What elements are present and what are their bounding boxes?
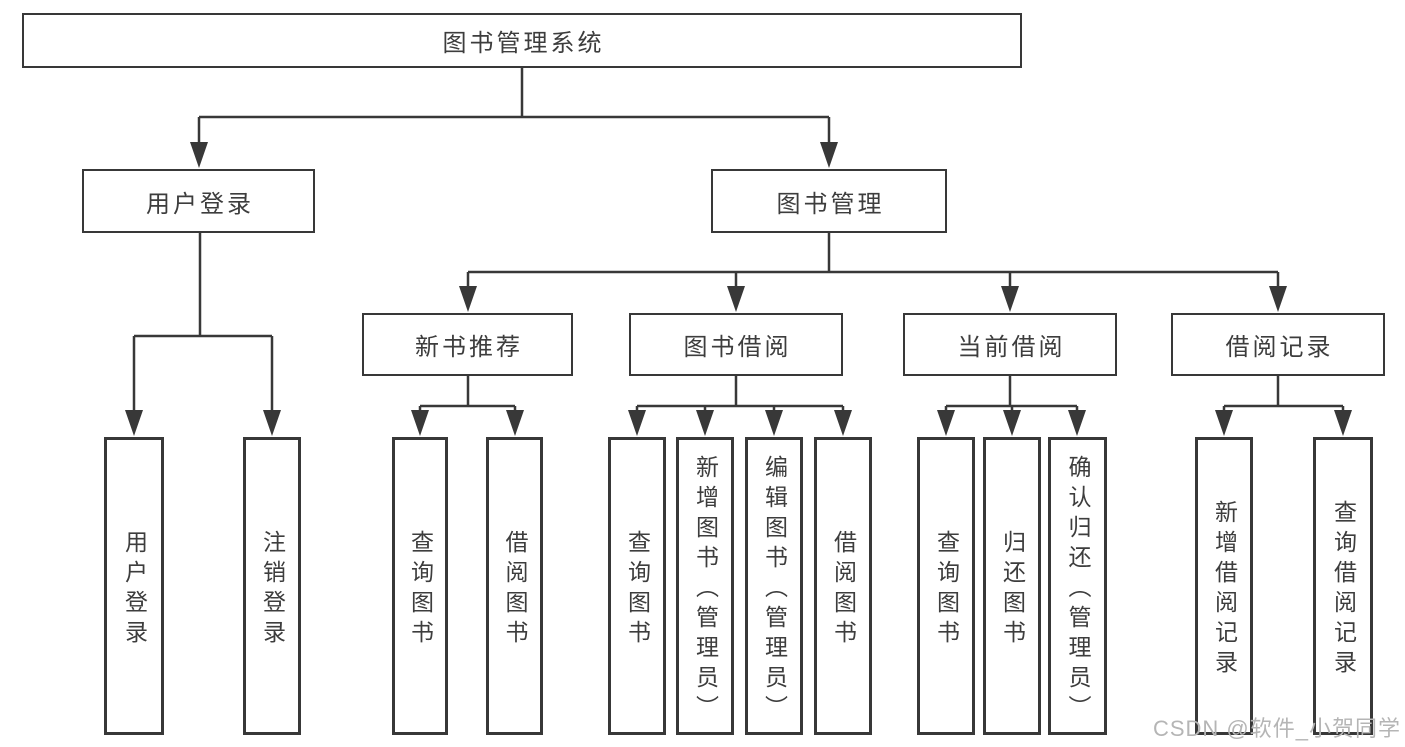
leaf-borrow-books-1-label: 借阅图书 <box>502 529 528 650</box>
watermark: CSDN @软件_小贺同学 <box>1152 716 1401 741</box>
leaf-borrow-books-1: 借阅图书 <box>486 437 543 735</box>
node-user-login-label: 用户登录 <box>146 190 254 218</box>
leaf-search-books-3-label: 查询图书 <box>933 529 960 650</box>
node-new-book-recommend-label: 新书推荐 <box>415 334 523 361</box>
leaf-search-borrow-record-label: 查询借阅记录 <box>1330 499 1357 680</box>
leaf-add-borrow-record: 新增借阅记录 <box>1195 437 1253 735</box>
node-book-management: 图书管理 <box>711 169 947 233</box>
node-library-system-label: 图书管理系统 <box>442 30 605 57</box>
leaf-search-books-2: 查询图书 <box>608 437 666 735</box>
node-current-borrow: 当前借阅 <box>903 313 1117 376</box>
leaf-user-login: 用户登录 <box>104 437 164 735</box>
leaf-confirm-return-admin-label: 确认归还（管理员） <box>1065 454 1091 725</box>
leaf-return-book: 归还图书 <box>983 437 1041 735</box>
node-user-login: 用户登录 <box>82 169 315 233</box>
leaf-confirm-return-admin: 确认归还（管理员） <box>1048 437 1107 735</box>
leaf-logout-label: 注销登录 <box>259 529 286 650</box>
leaf-add-book-admin: 新增图书（管理员） <box>676 437 734 735</box>
arrowheads <box>125 142 1352 436</box>
leaf-edit-book-admin-label: 编辑图书（管理员） <box>761 454 788 725</box>
node-library-system: 图书管理系统 <box>22 13 1022 68</box>
leaf-borrow-books-2: 借阅图书 <box>814 437 872 735</box>
leaf-logout: 注销登录 <box>243 437 301 735</box>
connector-book-management-to-level2 <box>466 233 1280 307</box>
node-book-borrow: 图书借阅 <box>629 313 843 376</box>
leaf-search-books-1-label: 查询图书 <box>407 529 434 650</box>
node-new-book-recommend: 新书推荐 <box>362 313 573 376</box>
leaf-search-books-3: 查询图书 <box>917 437 975 735</box>
node-current-borrow-label: 当前借阅 <box>957 334 1066 361</box>
leaf-borrow-books-2-label: 借阅图书 <box>830 529 857 650</box>
node-borrow-records-label: 借阅记录 <box>1225 334 1334 361</box>
connector-new-book-group <box>418 376 517 431</box>
connector-user-login-group <box>132 233 274 431</box>
leaf-add-book-admin-label: 新增图书（管理员） <box>692 454 719 725</box>
node-borrow-records: 借阅记录 <box>1171 313 1385 376</box>
connector-root-to-level1 <box>197 68 831 163</box>
leaf-search-books-1: 查询图书 <box>392 437 448 735</box>
connector-borrow-records-group <box>1222 376 1345 431</box>
node-book-borrow-label: 图书借阅 <box>683 334 792 361</box>
connector-book-borrow-group <box>635 376 845 431</box>
leaf-search-borrow-record: 查询借阅记录 <box>1313 437 1373 735</box>
leaf-edit-book-admin: 编辑图书（管理员） <box>745 437 803 735</box>
leaf-add-borrow-record-label: 新增借阅记录 <box>1211 499 1238 680</box>
leaf-search-books-2-label: 查询图书 <box>624 529 651 650</box>
leaf-user-login-label: 用户登录 <box>121 529 148 650</box>
leaf-return-book-label: 归还图书 <box>999 529 1026 650</box>
node-book-management-label: 图书管理 <box>776 190 885 218</box>
